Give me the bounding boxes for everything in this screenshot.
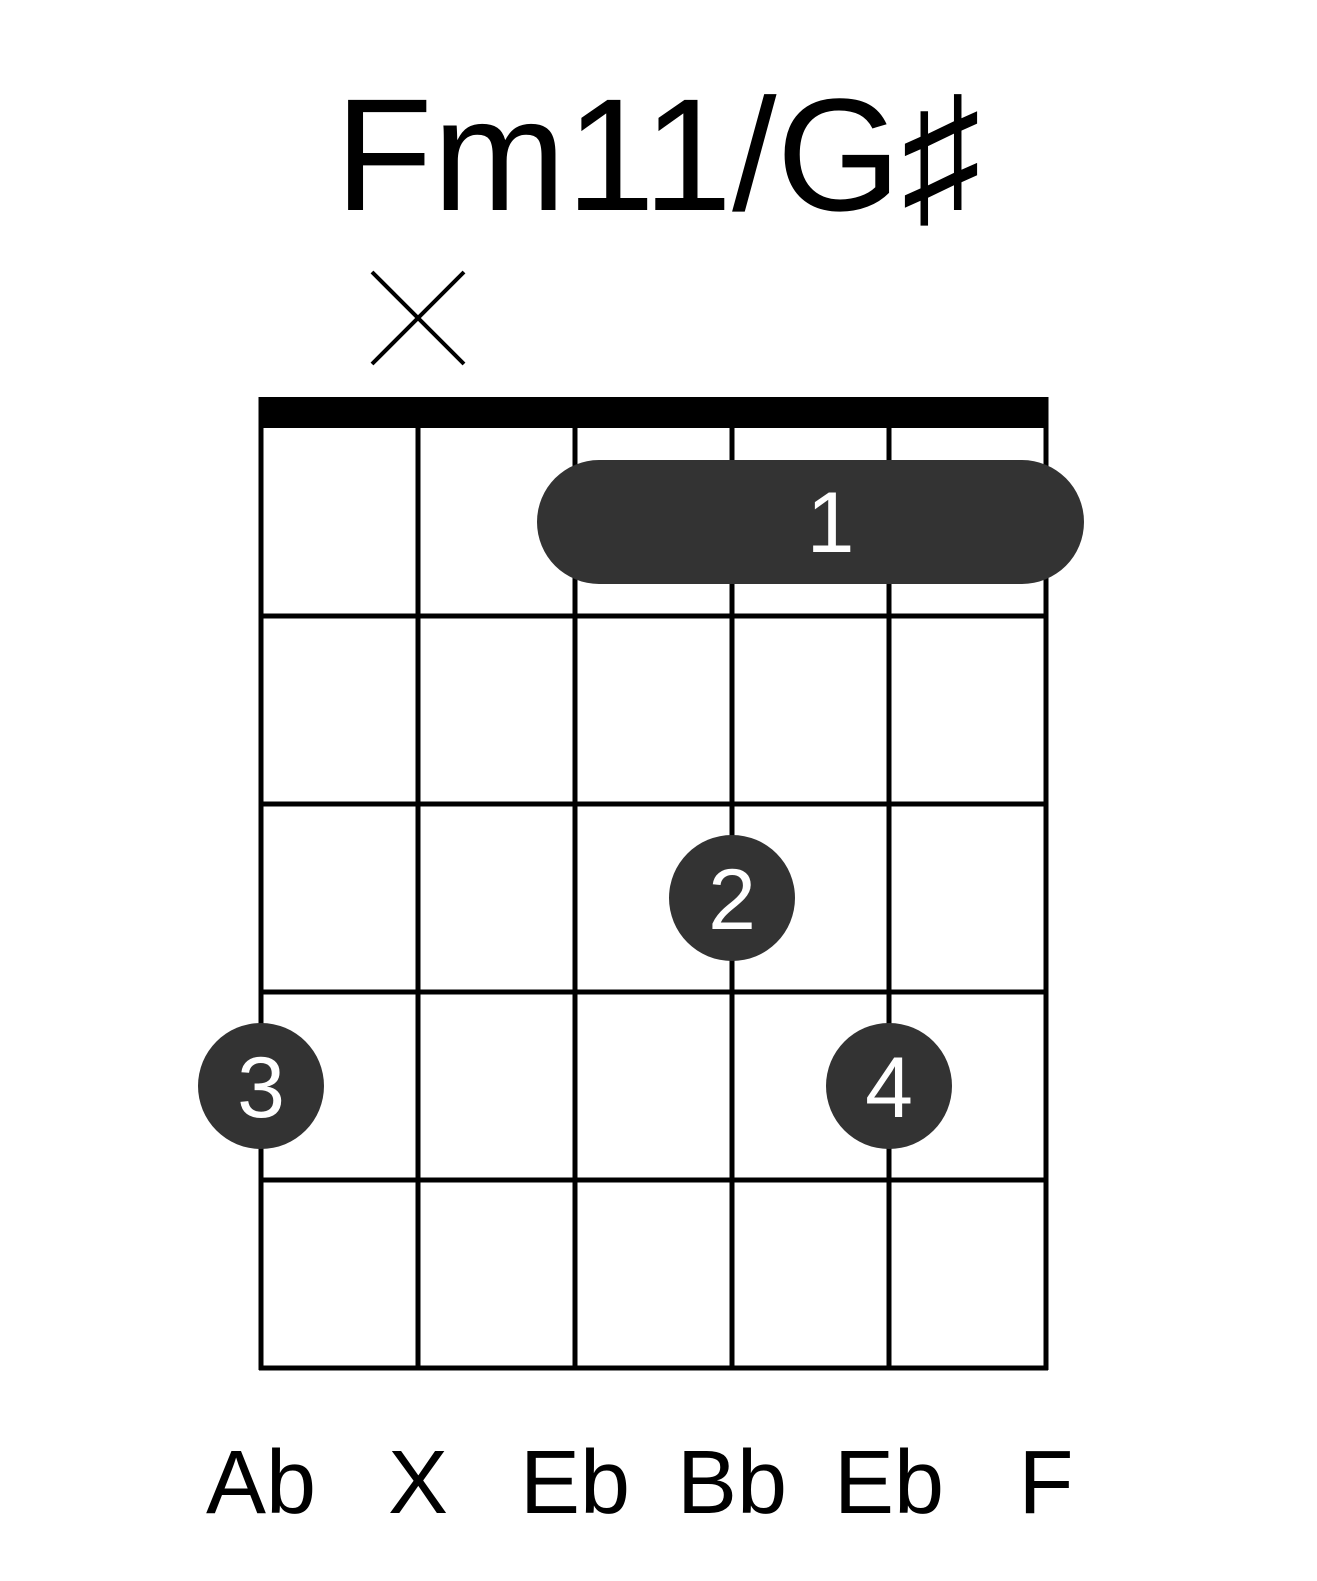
chord-title: Fm11/G♯ bbox=[335, 65, 981, 244]
barre-finger-label: 1 bbox=[807, 475, 855, 571]
muted-markers bbox=[370, 270, 466, 366]
string-note-label: Eb bbox=[520, 1433, 630, 1533]
finger-dot bbox=[198, 1023, 324, 1149]
finger-dot bbox=[826, 1023, 952, 1149]
string-note-label: F bbox=[1019, 1433, 1074, 1533]
muted-x-icon bbox=[370, 270, 466, 366]
string-note-label: Eb bbox=[834, 1433, 944, 1533]
barre-group: 1 bbox=[537, 460, 1084, 584]
string-note-label: Ab bbox=[206, 1433, 316, 1533]
string-notes: Ab X Eb Bb Eb F bbox=[206, 1433, 1074, 1533]
barre-bar bbox=[537, 460, 1084, 584]
string-note-label: X bbox=[388, 1433, 448, 1533]
finger-label: 4 bbox=[865, 1040, 913, 1136]
finger-dot bbox=[669, 835, 795, 961]
finger-markers: 2 3 4 bbox=[198, 835, 952, 1149]
finger-label: 2 bbox=[708, 852, 756, 948]
finger-label: 3 bbox=[237, 1040, 285, 1136]
string-note-label: Bb bbox=[677, 1433, 787, 1533]
nut bbox=[259, 397, 1048, 428]
